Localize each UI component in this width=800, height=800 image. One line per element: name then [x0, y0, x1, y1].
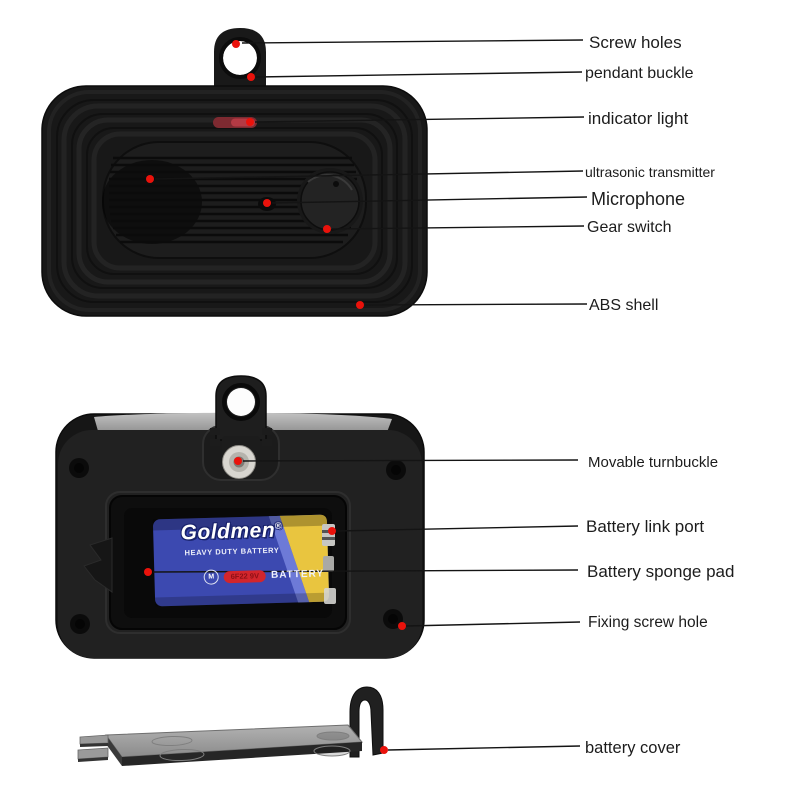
callout-marker-dots	[144, 40, 406, 754]
turnbuckle-hole-rim	[222, 383, 260, 421]
callout-line-ultrasonic-transmitter	[154, 170, 584, 180]
callout-line-microphone	[271, 196, 588, 204]
cover-plate-left	[106, 735, 122, 766]
marker-screw-holes	[232, 40, 240, 48]
marker-fixing-screw-hole	[398, 622, 406, 630]
pendant-buckle-hole	[223, 41, 257, 75]
marker-ultrasonic-transmitter	[146, 175, 154, 183]
marker-battery-sponge-pad	[144, 568, 152, 576]
marker-pendant-buckle	[247, 73, 255, 81]
cover-plate-front	[122, 742, 362, 766]
marker-movable-turnbuckle	[234, 457, 242, 465]
callout-label-indicator-light: indicator light	[588, 109, 689, 128]
callout-line-gear-switch	[331, 225, 585, 230]
callout-line-pendant-buckle	[255, 71, 583, 78]
callout-label-ultrasonic-transmitter: ultrasonic transmitter	[585, 164, 715, 180]
cover-prongs	[77, 734, 109, 762]
battery-logo: M	[203, 569, 219, 585]
battery-brand-text: Goldmen	[180, 518, 276, 545]
callout-label-movable-turnbuckle: Movable turnbuckle	[588, 454, 719, 471]
callout-line-fixing-screw-hole	[405, 621, 581, 627]
callout-line-indicator-light	[254, 116, 585, 123]
callout-line-screw-holes	[241, 39, 584, 44]
front-view	[41, 28, 428, 317]
callout-line-abs-shell	[364, 303, 588, 306]
callout-line-movable-turnbuckle	[242, 459, 579, 462]
callout-lines	[152, 39, 588, 751]
callout-line-battery-cover	[387, 745, 581, 751]
corner-screw-holes	[69, 458, 406, 634]
marker-battery-cover	[380, 746, 388, 754]
turnbuckle-hole	[227, 388, 255, 416]
marker-battery-link-port	[328, 527, 336, 535]
callout-label-battery-link-port: Battery link port	[586, 517, 705, 536]
battery-label: Goldmen® HEAVY DUTY BATTERY M 6F22 9V BA…	[156, 518, 324, 586]
callout-line-battery-link-port	[335, 525, 579, 532]
callout-label-battery-sponge-pad: Battery sponge pad	[587, 562, 735, 581]
cover-embossings	[151, 731, 351, 762]
speaker-grille	[109, 156, 357, 244]
marker-microphone	[263, 199, 271, 207]
battery-type-label: BATTERY	[270, 568, 325, 581]
battery-latch	[83, 537, 113, 593]
back-view	[55, 375, 425, 659]
battery-spec-row: M 6F22 9V BATTERY	[203, 567, 324, 585]
callout-label-screw-holes: Screw holes	[589, 33, 682, 52]
battery-tagline: HEAVY DUTY BATTERY	[184, 545, 280, 558]
callout-label-battery-cover: battery cover	[585, 739, 681, 757]
battery-cover	[77, 686, 384, 766]
callout-label-gear-switch: Gear switch	[587, 219, 672, 236]
callout-line-battery-sponge-pad	[152, 569, 579, 573]
callout-label-abs-shell: ABS shell	[589, 297, 659, 314]
buckle-hole-rim	[219, 37, 261, 79]
battery-brand: Goldmen®	[156, 518, 307, 546]
marker-gear-switch	[323, 225, 331, 233]
ultrasonic-transmitter-speaker	[102, 160, 202, 244]
knob-indicator-dot	[333, 181, 339, 187]
callout-label-pendant-buckle: pendant buckle	[585, 65, 694, 82]
battery-link-port-contacts	[322, 524, 336, 604]
marker-indicator-light	[246, 118, 254, 126]
callout-label-fixing-screw-hole: Fixing screw hole	[588, 614, 708, 631]
callout-label-microphone: Microphone	[591, 189, 686, 209]
battery-model-badge: 6F22 9V	[223, 569, 267, 583]
battery-registered-mark: ®	[274, 520, 283, 531]
marker-abs-shell	[356, 301, 364, 309]
nine-volt-battery	[152, 514, 330, 607]
